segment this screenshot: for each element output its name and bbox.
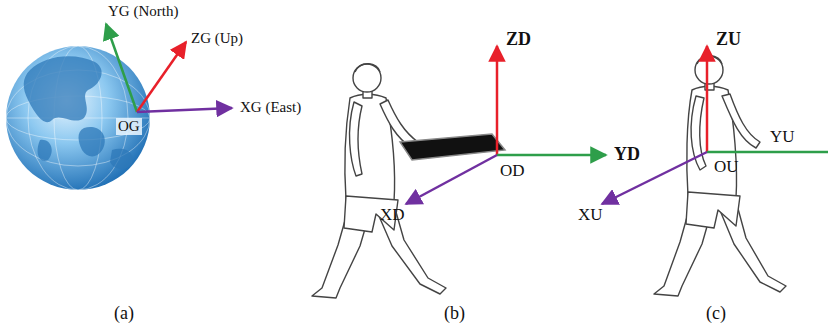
axis-label: XD	[380, 206, 405, 225]
walking-person	[654, 56, 786, 296]
axis-label: XG (East)	[240, 99, 301, 116]
axis-label: OD	[500, 162, 525, 181]
panel-caption: (b)	[444, 304, 465, 324]
device-axes	[406, 46, 606, 204]
panel-caption: (c)	[706, 304, 726, 324]
user-axes	[602, 46, 828, 204]
axis-label: YU	[770, 128, 795, 147]
axis-label: XU	[578, 206, 603, 225]
axis-label: YD	[614, 145, 640, 165]
globe	[6, 46, 150, 190]
axis-label: ZG (Up)	[191, 30, 243, 47]
axis-label: ZU	[716, 30, 741, 50]
axis-label: OG	[116, 118, 142, 135]
walking-person	[312, 64, 446, 298]
tablet	[400, 134, 505, 160]
axis-label: ZD	[506, 30, 531, 50]
panel-caption: (a)	[114, 304, 134, 324]
axis-label: OU	[714, 158, 739, 177]
axis-label: YG (North)	[108, 3, 178, 20]
